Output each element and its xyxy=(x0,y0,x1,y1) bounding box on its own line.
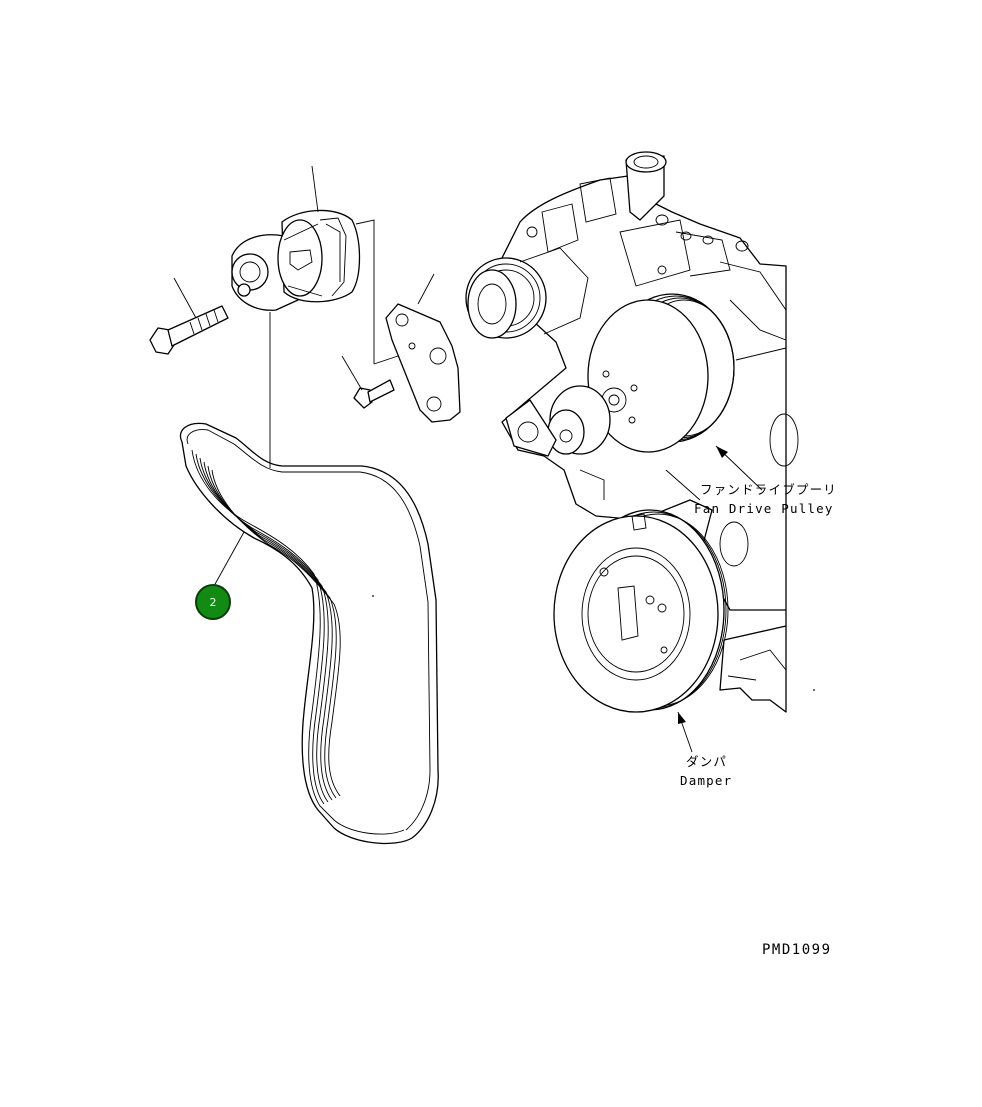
fan-drive-pulley-label-jp: ファンドライブプーリ xyxy=(700,482,838,497)
callout-2[interactable]: 2 xyxy=(195,584,231,620)
belt-tensioner xyxy=(231,165,375,468)
plate-bolt xyxy=(341,355,395,409)
damper-label-jp: ダンパ xyxy=(686,754,728,769)
figure-code: PMD1099 xyxy=(762,942,832,958)
damper xyxy=(553,509,729,713)
belt-leader-line xyxy=(213,531,245,587)
tensioner-bolt xyxy=(149,277,229,355)
drive-belt xyxy=(179,422,439,845)
fan-drive-pulley-label-en: Fan Drive Pulley xyxy=(694,501,834,516)
label-leaders xyxy=(677,445,763,753)
mounting-plate xyxy=(373,273,461,423)
damper-label-en: Damper xyxy=(680,773,733,788)
fan-drive-pulley xyxy=(505,293,735,457)
